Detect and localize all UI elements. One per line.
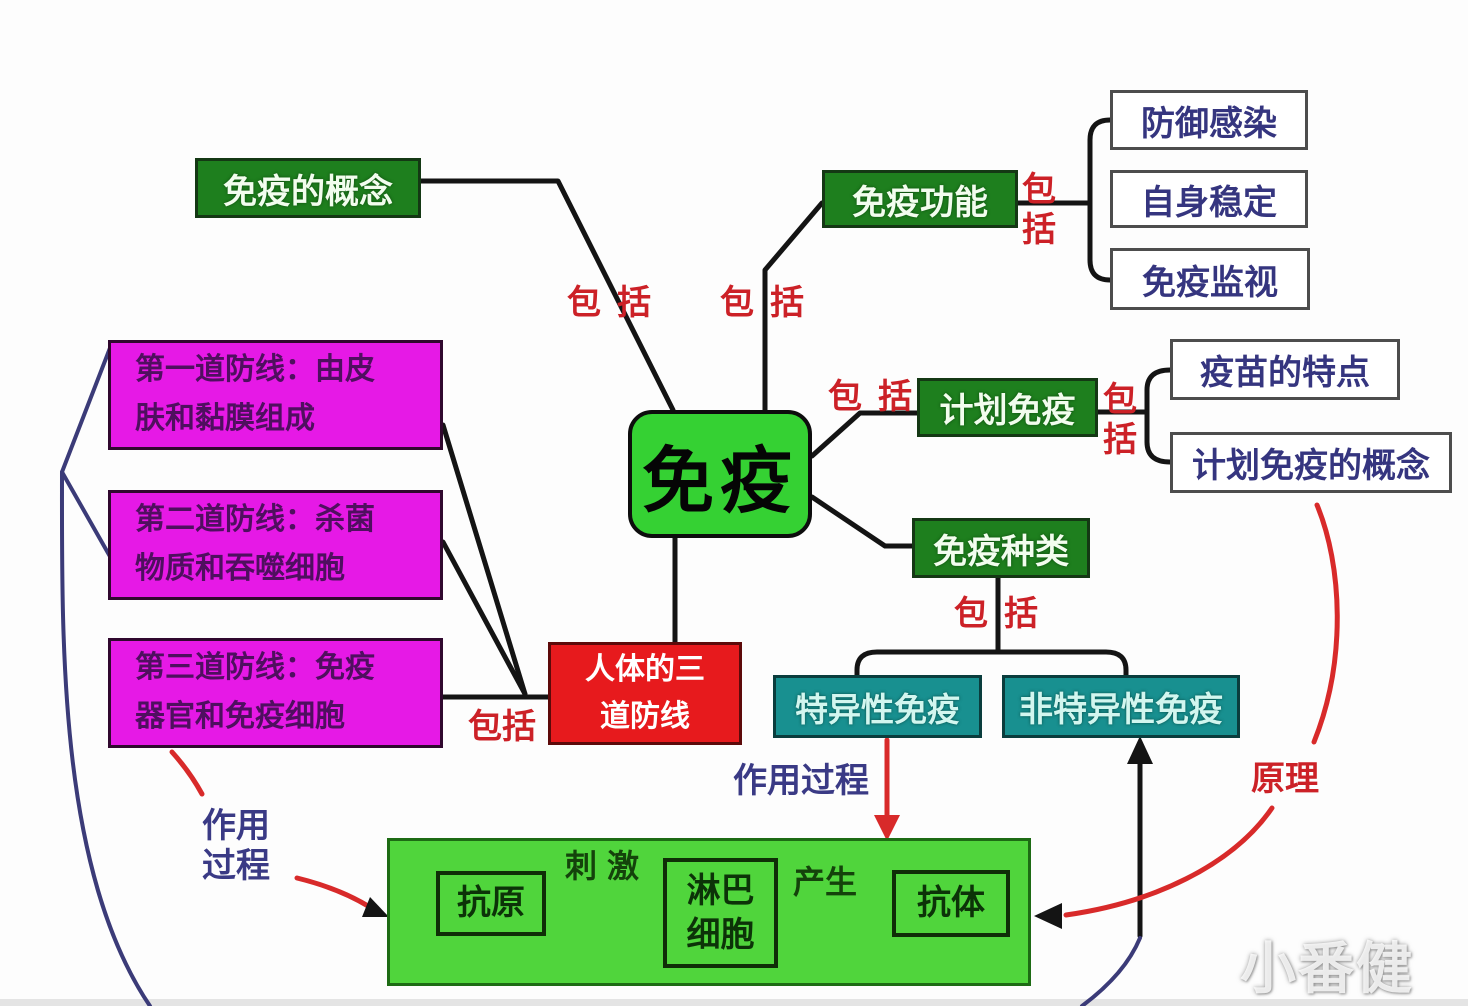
node-immune-surveillance: 免疫监视 (1110, 248, 1310, 310)
node-immunity-concept: 免疫的概念 (195, 158, 421, 218)
navy-process-curve (59, 346, 1142, 1006)
node-planned-immunity: 计划免疫 (917, 378, 1098, 437)
edge-label-stimulate: 刺激 (565, 848, 650, 884)
edge-label-include-defense: 包括 (468, 708, 536, 746)
node-third-defense-line: 第三道防线：免疫 器官和免疫细胞 (108, 638, 443, 748)
bottom-edge-strip (0, 999, 1468, 1006)
edge-label-process-mid: 作用过程 (733, 762, 869, 800)
node-antibody: 抗体 (892, 870, 1010, 937)
red-curves (169, 502, 1340, 918)
node-second-defense-line: 第二道防线：杀菌 物质和吞噬细胞 (108, 490, 443, 600)
black-connectors (418, 117, 1173, 939)
node-immunity-types: 免疫种类 (912, 518, 1090, 578)
edge-label-include-concept: 包括 (567, 284, 667, 322)
node-self-stability: 自身稳定 (1110, 170, 1308, 228)
node-immune-function: 免疫功能 (822, 170, 1018, 228)
edge-label-include-planned-right: 包 括 (1103, 381, 1137, 460)
edge-label-principle: 原理 (1251, 760, 1319, 798)
node-antigen: 抗原 (436, 871, 546, 936)
node-lymphocyte: 淋巴 细胞 (663, 858, 778, 968)
edge-label-produce: 产生 (793, 864, 858, 900)
node-three-defense-lines: 人体的三 道防线 (548, 642, 742, 745)
edge-label-include-function-right: 包 括 (1022, 171, 1056, 250)
watermark-text: 小番健康 (1240, 937, 1414, 1000)
edge-label-process-left: 作用 过程 (202, 807, 270, 886)
edge-label-include-types: 包括 (954, 595, 1054, 633)
node-nonspecific-immunity: 非特异性免疫 (1002, 675, 1240, 738)
node-defense-infection: 防御感染 (1110, 90, 1308, 150)
node-vaccine-features: 疫苗的特点 (1170, 339, 1400, 400)
node-first-defense-line: 第一道防线：由皮 肤和黏膜组成 (108, 340, 443, 450)
node-immunity-center: 免疫 (628, 410, 812, 538)
node-specific-immunity: 特异性免疫 (773, 675, 982, 738)
edge-label-include-planned-left: 包括 (828, 378, 928, 416)
edge-label-include-function: 包括 (720, 284, 820, 322)
node-planned-immunity-concept: 计划免疫的概念 (1170, 432, 1452, 493)
